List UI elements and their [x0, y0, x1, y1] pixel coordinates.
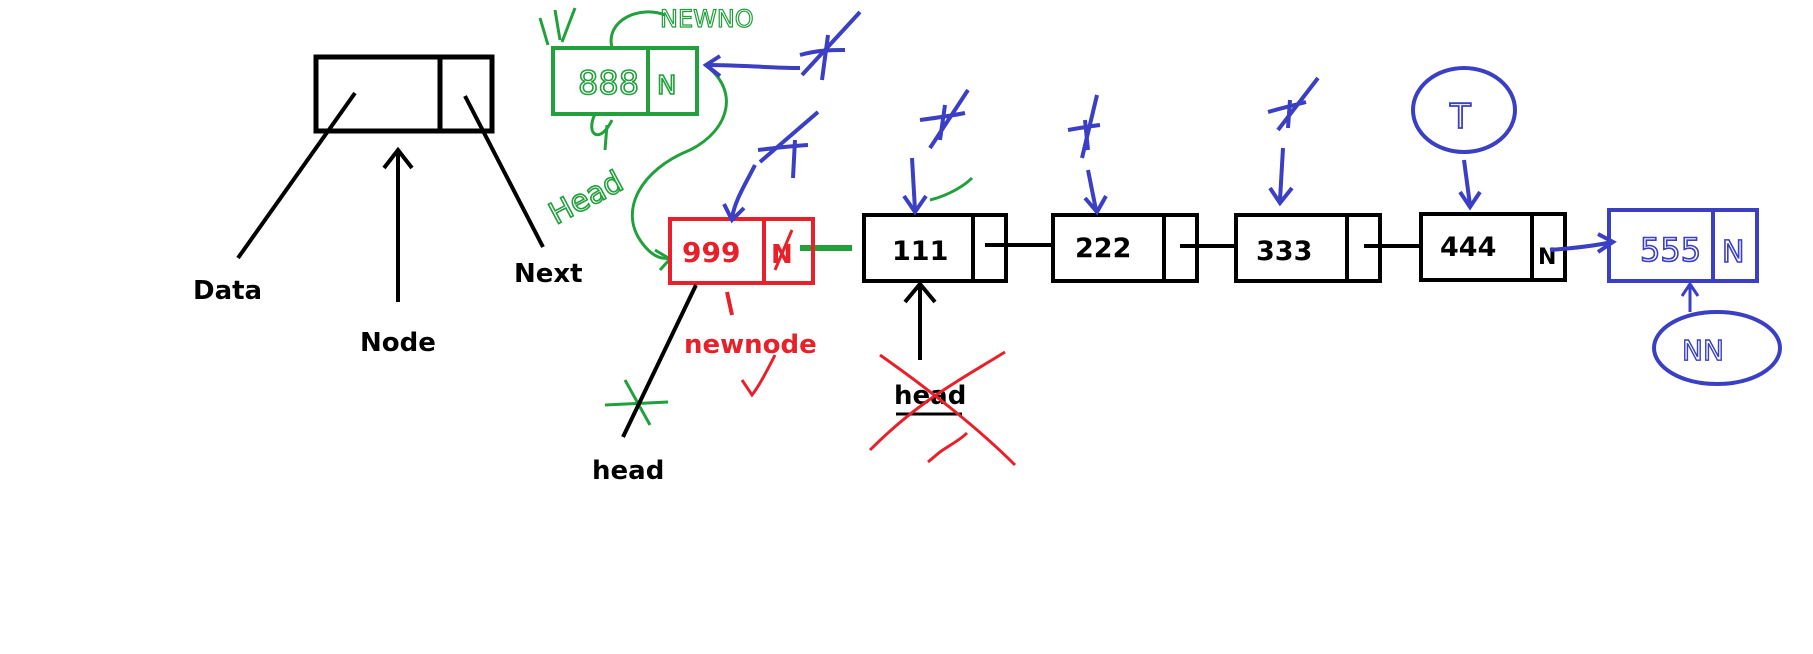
red-new-node: 999 N newnode head — [592, 217, 817, 486]
red-cross-out — [868, 350, 1017, 467]
node-111-value: 111 — [892, 236, 948, 267]
t-pointer-arrow — [1462, 159, 1472, 206]
blue-tail-node: 555 N NN — [1549, 208, 1782, 386]
head-label-middle: head — [894, 381, 966, 411]
blue-temp-mark-3 — [919, 88, 970, 150]
node-333: 333 — [1234, 213, 1382, 283]
data-label: Data — [193, 276, 262, 306]
node-333-value: 333 — [1256, 236, 1312, 267]
blue-node-next: N — [1722, 235, 1744, 270]
green-node-next: N — [657, 71, 676, 101]
head-label-left: head — [592, 456, 664, 486]
head-pointer-line — [621, 284, 698, 438]
green-link-curve — [630, 63, 728, 260]
newnode-label: newnode — [684, 330, 817, 360]
node-444: 444 N — [1419, 212, 1567, 282]
legend-node-box — [313, 54, 495, 134]
node-222: 222 — [1051, 213, 1199, 283]
blue-node-value: 555 — [1640, 231, 1701, 269]
blue-temp-mark-4 — [1067, 94, 1101, 159]
node-111-box — [862, 213, 1008, 283]
red-next-strike — [773, 229, 794, 271]
legend-node: Data Node Next — [193, 54, 583, 358]
node-222-value: 222 — [1075, 233, 1131, 264]
nn-circle — [1652, 310, 1782, 386]
green-node-value: 888 — [578, 64, 639, 102]
nn-label: NN — [1682, 334, 1724, 367]
red-node-value: 999 — [682, 236, 740, 269]
next-pointer-line — [463, 95, 545, 248]
blue-temp-scribbles — [702, 10, 1320, 224]
green-check-scribble — [538, 7, 577, 46]
green-node-box — [551, 46, 699, 116]
t-circle — [1411, 66, 1517, 154]
middle-head: head — [868, 280, 1017, 467]
green-cross-mark — [604, 379, 669, 426]
red-check-mark — [740, 354, 777, 398]
link-444-555 — [1549, 240, 1613, 252]
blue-temp-mark-2 — [757, 110, 820, 179]
blue-temp-mark-1 — [799, 10, 862, 81]
node-111: 111 — [862, 213, 1008, 283]
node-444-value: 444 — [1440, 232, 1496, 263]
green-head-scribble: Head — [543, 164, 629, 232]
node-label: Node — [360, 328, 436, 358]
green-node-tag: NEWNO — [660, 5, 754, 33]
next-label: Next — [514, 259, 583, 289]
t-label: T — [1449, 97, 1471, 137]
temp-marker: T — [1411, 66, 1517, 211]
red-node-box — [668, 217, 815, 285]
blue-temp-mark-5 — [1267, 76, 1320, 132]
data-pointer-line — [236, 91, 357, 260]
